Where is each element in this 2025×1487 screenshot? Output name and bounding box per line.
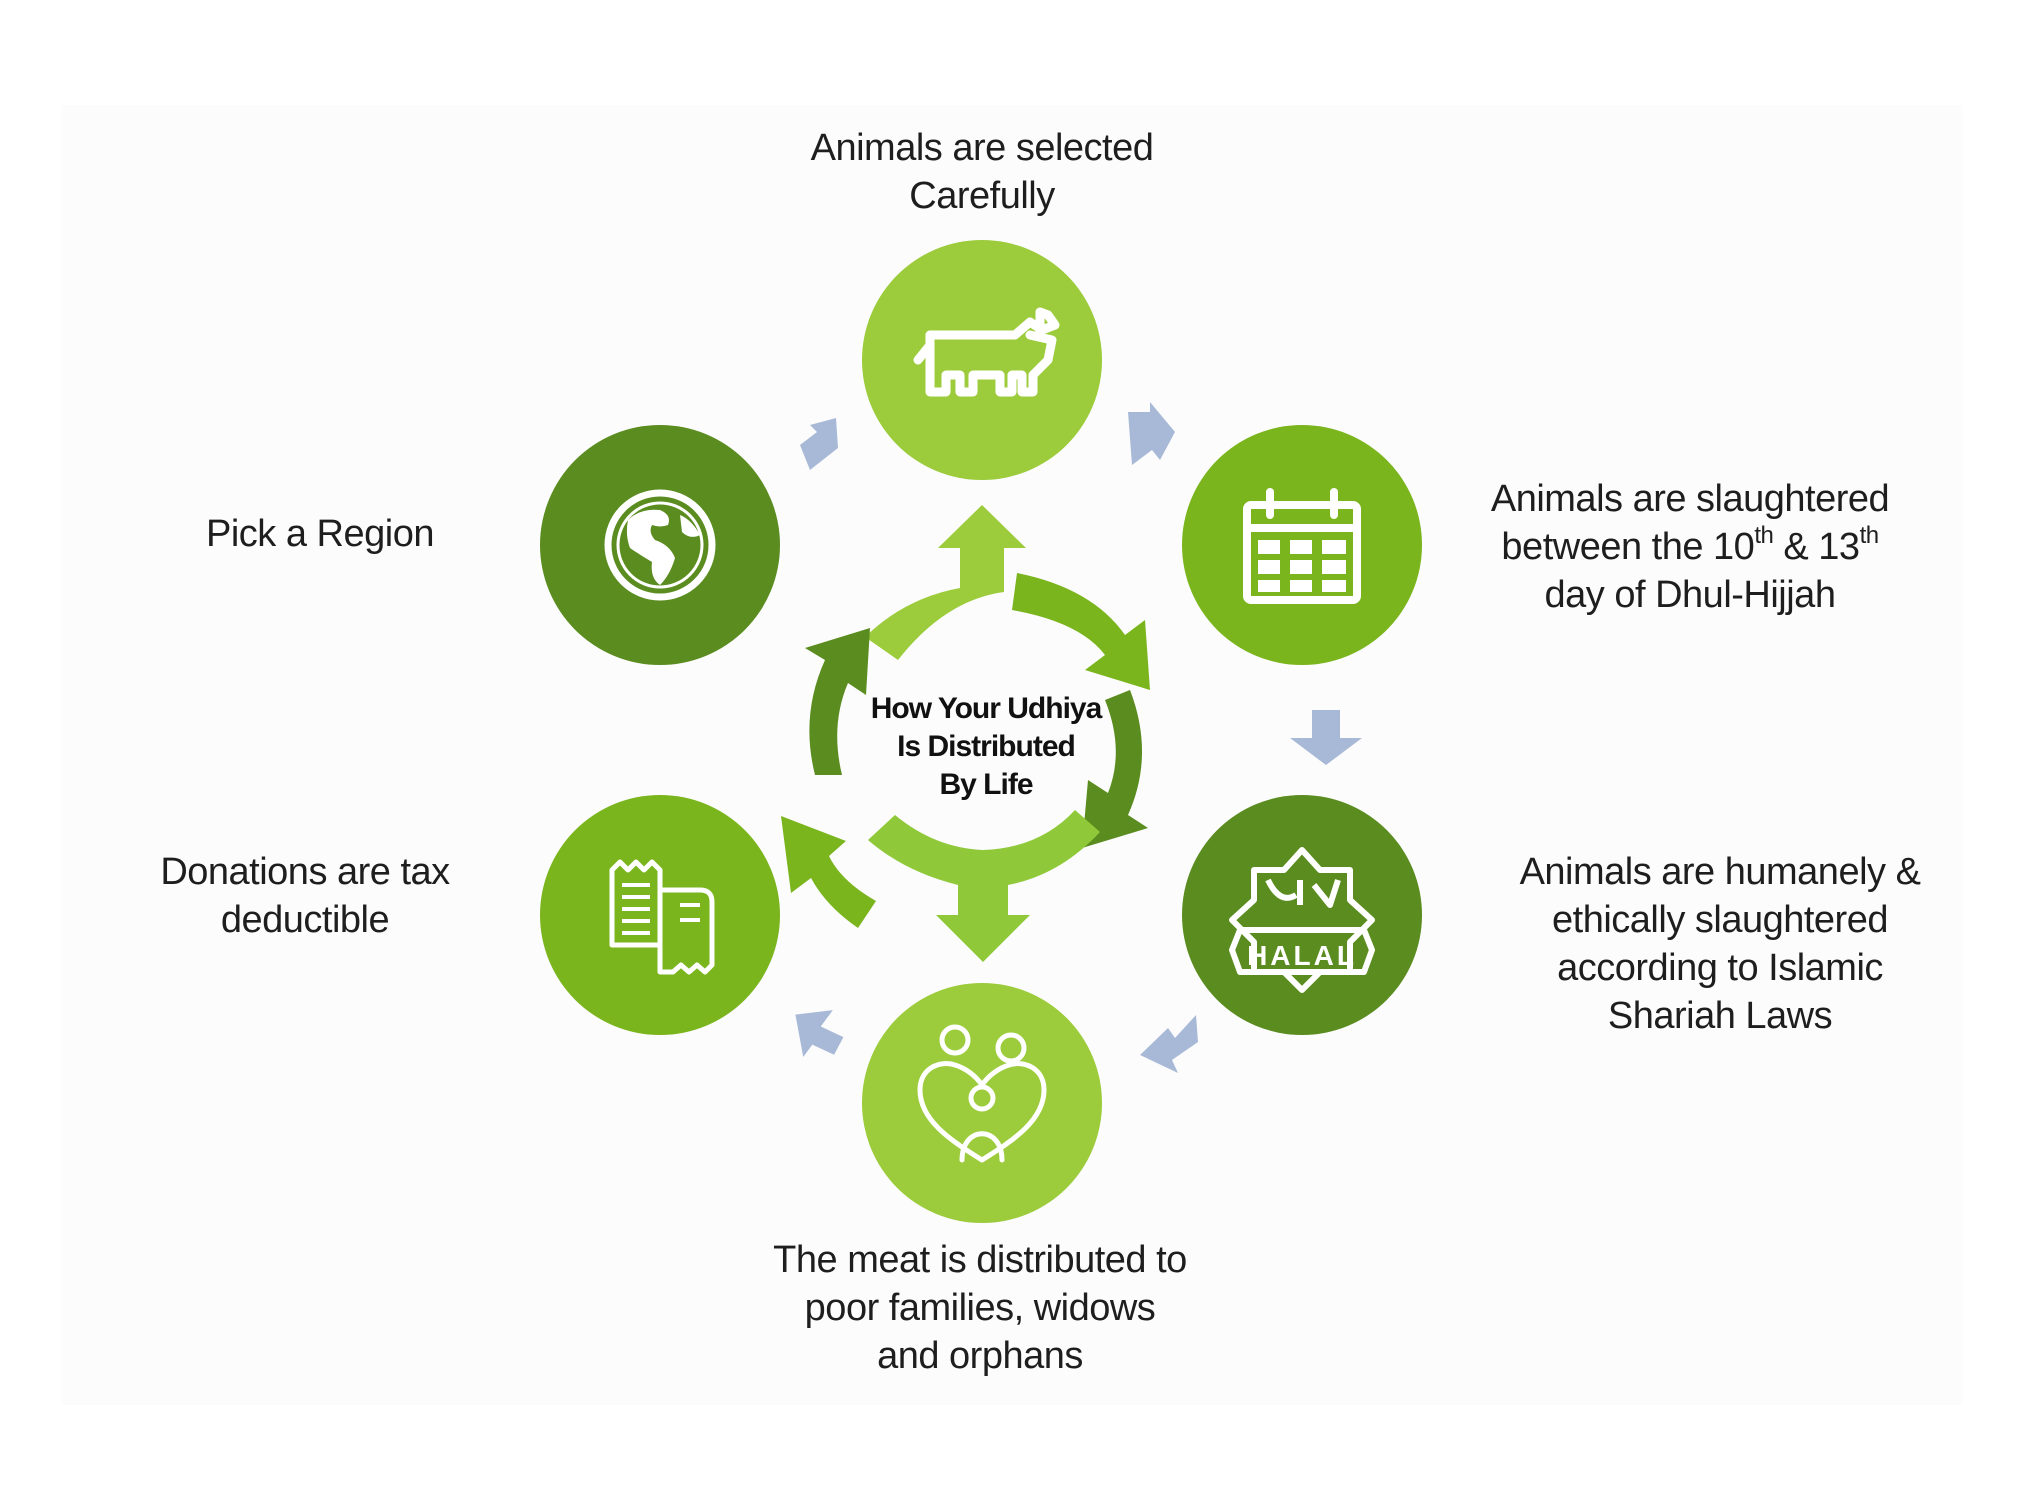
step-circle-select bbox=[862, 240, 1102, 480]
step-humane-line2: ethically slaughtered bbox=[1552, 899, 1888, 941]
cow-icon bbox=[913, 307, 1060, 397]
step-slaughter-sup2: th bbox=[1859, 522, 1880, 550]
step-slaughter-line3: day of Dhul-Hijjah bbox=[1544, 574, 1836, 616]
step-label-distribute: The meat is distributed to poor families… bbox=[740, 1236, 1220, 1380]
step-circle-distribute bbox=[862, 983, 1102, 1223]
step-slaughter-line2-b: & 13 bbox=[1783, 526, 1860, 568]
step-circle-humane bbox=[1182, 795, 1422, 1035]
center-title-line1: How Your Udhiya bbox=[870, 692, 1103, 725]
ring-arrow-lower-left bbox=[781, 816, 876, 928]
step-humane-line3: according to Islamic bbox=[1557, 947, 1883, 989]
step-select-line1: Animals are selected bbox=[810, 127, 1154, 169]
center-title-line3: By Life bbox=[939, 768, 1033, 801]
connector-arrow-3 bbox=[1140, 1015, 1198, 1073]
ring-arrow-lower-right bbox=[1082, 690, 1148, 848]
step-label-humane: Animals are humanely & ethically slaught… bbox=[1490, 848, 1950, 1040]
step-tax-line2: deductible bbox=[220, 899, 390, 941]
step-distribute-line1: The meat is distributed to bbox=[773, 1239, 1187, 1281]
globe-icon bbox=[604, 489, 716, 601]
halal-icon bbox=[1229, 847, 1375, 993]
step-slaughter-line2: between the 10th & 13th bbox=[1470, 523, 1910, 571]
step-label-slaughter-days: Animals are slaughtered between the 10th… bbox=[1470, 475, 1910, 619]
receipt-icon bbox=[609, 859, 715, 975]
step-humane-line4: Shariah Laws bbox=[1607, 995, 1833, 1037]
connector-arrow-4 bbox=[795, 1010, 844, 1057]
step-select-line2: Carefully bbox=[909, 175, 1055, 217]
ring-arrow-upper-right bbox=[1012, 573, 1150, 690]
step-distribute-line2: poor families, widows bbox=[804, 1287, 1156, 1329]
connector-arrow-5 bbox=[800, 418, 838, 470]
center-ring bbox=[781, 505, 1150, 962]
step-region-line1: Pick a Region bbox=[206, 513, 434, 555]
center-title-line2: Is Distributed bbox=[897, 730, 1076, 763]
step-slaughter-sup1: th bbox=[1754, 522, 1774, 550]
step-humane-line1: Animals are humanely & bbox=[1519, 851, 1921, 893]
connector-arrow-2 bbox=[1290, 710, 1362, 765]
step-slaughter-line2-a: between the 10 bbox=[1501, 526, 1755, 568]
ring-arrow-top bbox=[865, 505, 1026, 660]
step-label-tax: Donations are tax deductible bbox=[120, 848, 490, 944]
step-distribute-line3: and orphans bbox=[877, 1335, 1083, 1377]
center-title: How Your Udhiya Is Distributed By Life bbox=[856, 690, 1116, 804]
step-label-region: Pick a Region bbox=[160, 510, 480, 558]
ring-arrow-left bbox=[805, 628, 870, 775]
family-heart-icon bbox=[917, 1024, 1047, 1163]
ring-arrow-bottom bbox=[868, 810, 1100, 962]
halal-label: HALAL bbox=[1247, 940, 1357, 971]
connector-arrow-1 bbox=[1128, 402, 1175, 465]
step-slaughter-line1: Animals are slaughtered bbox=[1490, 478, 1890, 520]
calendar-icon bbox=[1243, 488, 1361, 604]
step-label-select: Animals are selected Carefully bbox=[782, 124, 1182, 220]
step-tax-line1: Donations are tax bbox=[160, 851, 450, 893]
